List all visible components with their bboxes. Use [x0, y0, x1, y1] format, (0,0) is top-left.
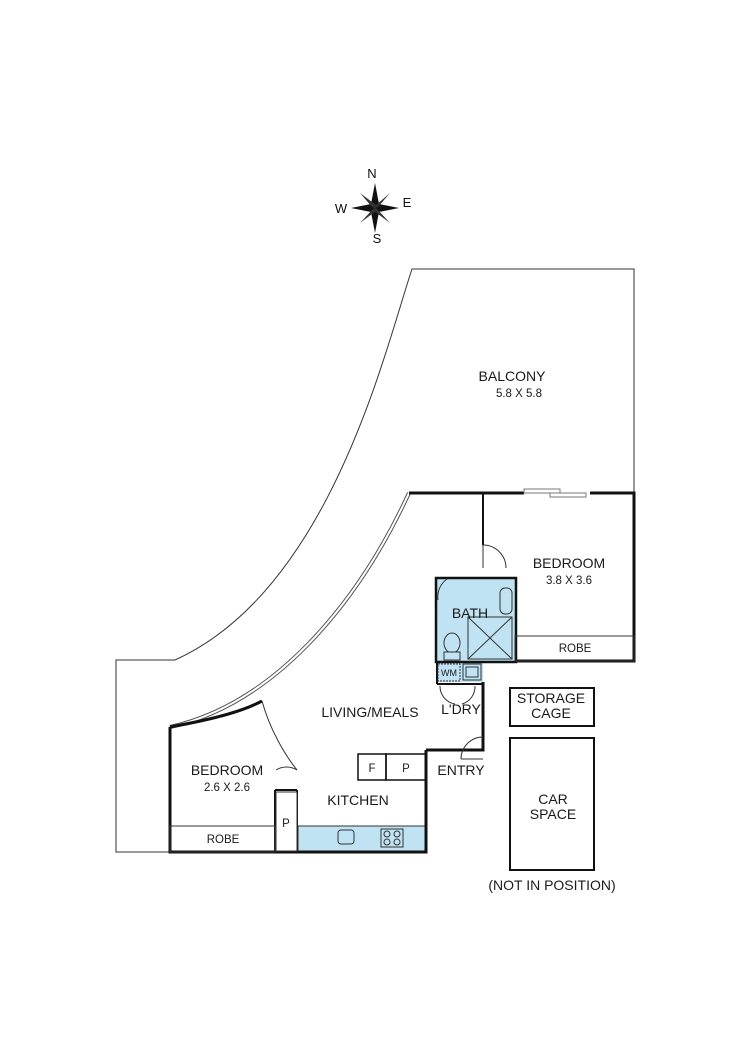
- robe-second-label: ROBE: [207, 834, 240, 846]
- car-space-box: [509, 737, 595, 871]
- robe-second: [169, 825, 276, 853]
- bedroom-main-name: BEDROOM: [533, 555, 605, 571]
- robe-main-label: ROBE: [559, 643, 592, 655]
- balcony-name: BALCONY: [479, 368, 547, 384]
- washing-machine-box: [437, 663, 461, 682]
- wm-label: WM: [441, 668, 457, 678]
- kitchen-name: KITCHEN: [327, 792, 388, 808]
- bath-name: BATH: [452, 605, 488, 621]
- door-swings: [261, 544, 507, 771]
- compass-rose-icon: [351, 183, 399, 233]
- balcony-outline: [115, 268, 635, 853]
- pantry-box: [385, 753, 427, 781]
- balcony-dims: 5.8 X 5.8: [496, 388, 542, 400]
- storage-line2: CAGE: [531, 705, 571, 721]
- compass-east-label: E: [403, 195, 412, 210]
- storage-line1: STORAGE: [517, 690, 585, 706]
- pantry-cupboard-left: [275, 791, 298, 852]
- compass-west-label: W: [335, 201, 348, 216]
- compass-north-label: N: [367, 166, 376, 181]
- sliding-door-balcony: [523, 488, 587, 498]
- car-line2: SPACE: [530, 806, 576, 822]
- fridge-label: F: [368, 763, 375, 775]
- kitchen-bench: [297, 825, 427, 852]
- pantry-cupboard-label: P: [282, 818, 290, 830]
- entry-name: ENTRY: [437, 762, 485, 778]
- bedroom-second-name: BEDROOM: [191, 762, 263, 778]
- bath-fixtures: [443, 587, 513, 681]
- compass-south-label: S: [373, 231, 382, 246]
- pantry-label: P: [402, 763, 410, 775]
- car-line1: CAR: [538, 791, 568, 807]
- bedroom-main-dims: 3.8 X 3.6: [546, 575, 592, 587]
- laundry-name: L'DRY: [441, 701, 481, 717]
- robe-main: [514, 635, 635, 662]
- curved-window: [169, 492, 411, 729]
- bedroom-second-dims: 2.6 X 2.6: [204, 782, 250, 794]
- storage-cage-box: [509, 687, 595, 727]
- car-note: (NOT IN POSITION): [488, 877, 615, 893]
- living-name: LIVING/MEALS: [321, 704, 418, 720]
- kitchen-fixtures: [337, 828, 404, 848]
